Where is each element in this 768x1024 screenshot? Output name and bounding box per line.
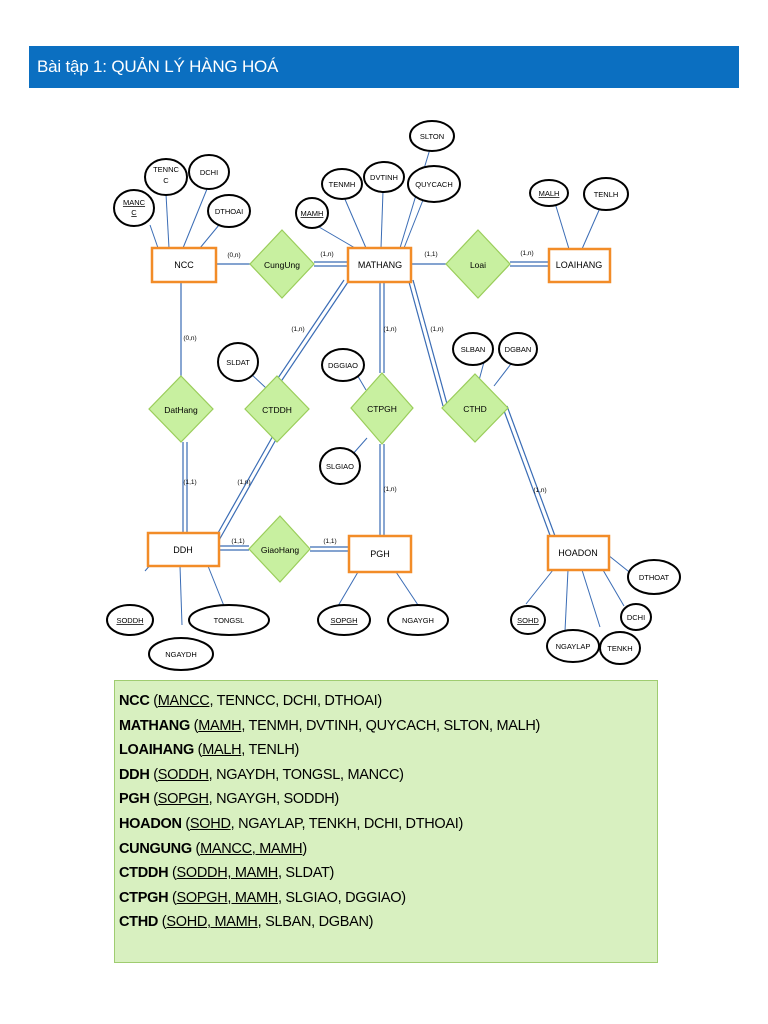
schema-line-ctddh: CTDDH (SODDH, MAMH, SLDAT) [119, 865, 335, 882]
rel-loai-shape [445, 229, 511, 299]
schema-line-cungung: CUNGUNG (MANCC, MAMH) [119, 840, 307, 857]
attr-dthoai-ncc: DTHOAI [215, 207, 243, 216]
attr-slban: SLBAN [461, 345, 486, 354]
card-mathang-cungung: (1,n) [320, 251, 333, 258]
card-pgh-giaohang: (1,1) [323, 538, 336, 545]
attr-tenlh: TENLH [594, 190, 619, 199]
attr-mamh: MAMH [301, 209, 324, 218]
card-mathang-ctddh: (1,n) [291, 326, 304, 333]
attr-tenmh: TENMH [329, 180, 356, 189]
schema-line-ctpgh: CTPGH (SOPGH, MAMH, SLGIAO, DGGIAO) [119, 889, 406, 906]
entity-loaihang: LOAIHANG [556, 260, 603, 270]
entity-ncc: NCC [174, 260, 194, 270]
attr-dvtinh: DVTINH [370, 173, 398, 182]
schema-line-hoadon: HOADON (SOHD, NGAYLAP, TENKH, DCHI, DTHO… [119, 815, 464, 832]
entity-ddh: DDH [173, 545, 193, 555]
schema-line-ddh: DDH (SODDH, NGAYDH, TONGSL, MANCC) [119, 766, 404, 783]
attr-tenkh: TENKH [607, 644, 632, 653]
entity-hoadon-box [546, 534, 611, 572]
attr-ngaydh: NGAYDH [165, 650, 197, 659]
schema-line-mathang: MATHANG (MAMH, TENMH, DVTINH, QUYCACH, S… [119, 717, 541, 734]
card-ncc-dathang: (0,n) [183, 335, 196, 342]
entity-ncc-box [150, 246, 218, 284]
rel-giaohang-shape [248, 515, 311, 583]
schema-line-cthd: CTHD (SOHD, MAMH, SLBAN, DGBAN) [119, 914, 374, 931]
attr-dchi-hd: DCHI [627, 613, 645, 622]
entity-pgh: PGH [370, 549, 390, 559]
card-mathang-loai: (1,1) [424, 251, 437, 258]
card-pgh-ctpgh: (1,n) [383, 486, 396, 493]
attr-malh: MALH [539, 189, 560, 198]
attr-slgiao: SLGIAO [326, 462, 354, 471]
entity-ddh-box [146, 531, 221, 568]
rel-cungung: CungUng [264, 260, 300, 270]
relational-schema-box: NCC (MANCC, TENNCC, DCHI, DTHOAI) MATHAN… [114, 680, 658, 963]
card-ddh-ctddh: (1,n) [237, 479, 250, 486]
attr-dgban: DGBAN [505, 345, 532, 354]
schema-line-ncc: NCC (MANCC, TENNCC, DCHI, DTHOAI) [119, 693, 382, 709]
er-diagram: NCC MATHANG LOAIHANG DDH PGH HOADON Cung… [106, 120, 681, 671]
attr-sopgh: SOPGH [330, 616, 357, 625]
rel-cungung-shape [249, 229, 315, 299]
entity-mathang-box [346, 246, 413, 284]
card-ncc-cungung: (0,n) [227, 252, 240, 259]
rel-dathang-shape [148, 375, 214, 443]
card-mathang-ctpgh: (1,n) [383, 326, 396, 333]
attr-dthoat: DTHOAT [639, 573, 670, 582]
rel-ctpgh-shape [350, 372, 414, 445]
attr-quycach: QUYCACH [415, 180, 453, 189]
rel-ctddh-shape [244, 375, 310, 443]
rel-cthd-shape [441, 373, 509, 443]
card-loaihang-loai: (1,n) [520, 250, 533, 257]
rel-giaohang: GiaoHang [261, 545, 300, 555]
rel-ctpgh: CTPGH [367, 404, 397, 414]
card-ddh-giaohang: (1,1) [231, 538, 244, 545]
schema-line-pgh: PGH (SOPGH, NGAYGH, SODDH) [119, 791, 339, 808]
attr-slton: SLTON [420, 132, 444, 141]
entity-mathang: MATHANG [358, 260, 402, 270]
attr-sldat: SLDAT [226, 358, 250, 367]
attr-dggiao: DGGIAO [328, 361, 358, 370]
title-bar: Bài tập 1: QUẢN LÝ HÀNG HOÁ [29, 46, 739, 88]
attr-sohd: SOHD [517, 616, 539, 625]
attr-tongsl: TONGSL [214, 616, 245, 625]
rel-dathang: DatHang [164, 405, 198, 415]
page-title: Bài tập 1: QUẢN LÝ HÀNG HOÁ [37, 57, 279, 76]
card-hoadon-cthd: (1,n) [533, 487, 546, 494]
rel-ctddh: CTDDH [262, 405, 292, 415]
attr-ngaygh: NGAYGH [402, 616, 434, 625]
entity-loaihang-box [547, 247, 612, 284]
entity-hoadon: HOADON [558, 548, 598, 558]
entity-pgh-box [347, 534, 413, 574]
card-mathang-cthd: (1,n) [430, 326, 443, 333]
rel-cthd: CTHD [463, 404, 487, 414]
attr-ngaylap: NGAYLAP [556, 642, 591, 651]
attr-dchi-ncc: DCHI [200, 168, 218, 177]
attr-soddh: SODDH [116, 616, 143, 625]
rel-loai: Loai [470, 260, 486, 270]
card-ddh-dathang: (1,1) [183, 479, 196, 486]
schema-line-loaihang: LOAIHANG (MALH, TENLH) [119, 742, 300, 759]
